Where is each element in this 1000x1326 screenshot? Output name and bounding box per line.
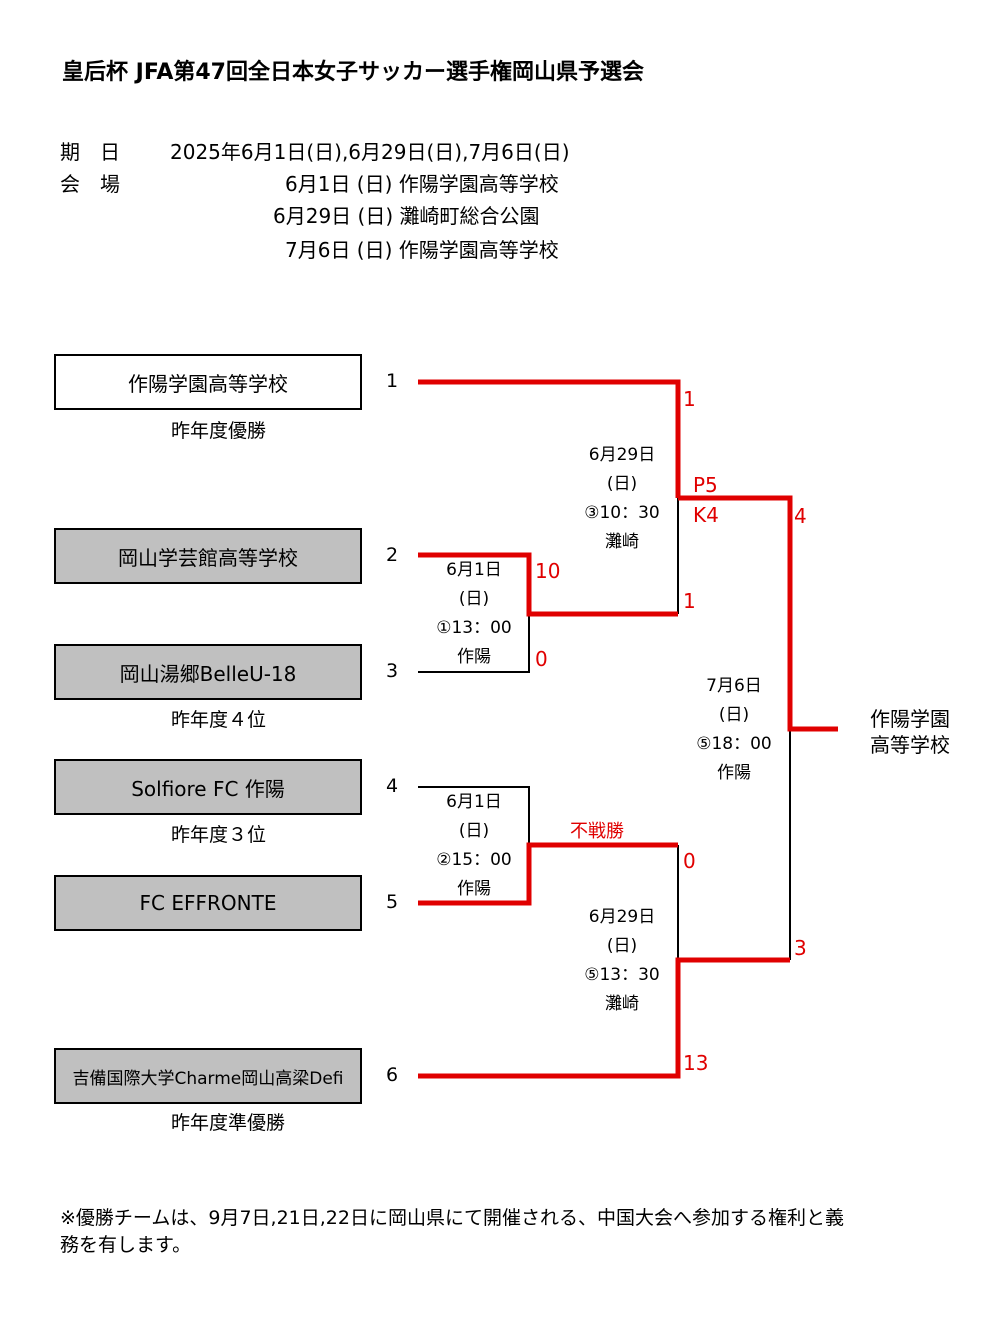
team-name: 作陽学園高等学校 bbox=[128, 371, 288, 396]
match-2-info: 6月1日 (日) ②15：00 作陽 bbox=[424, 788, 524, 904]
team-box-5: FC EFFRONTE bbox=[54, 875, 362, 931]
seed-5: 5 bbox=[386, 891, 399, 913]
score-m3-pk-top: P5 bbox=[693, 473, 718, 497]
line-team3 bbox=[418, 612, 530, 673]
venue-label: 会 場 bbox=[60, 172, 120, 196]
match-day: (日) bbox=[606, 474, 638, 494]
match-time: ③10：30 bbox=[584, 503, 660, 523]
venue-line-1: 6月1日 (日) 作陽学園高等学校 bbox=[285, 172, 559, 196]
score-m4-bottom: 13 bbox=[683, 1051, 709, 1075]
champion-line-1: 作陽学園 bbox=[870, 707, 950, 731]
team-note-3: 昨年度４位 bbox=[171, 709, 267, 731]
match-date: 6月1日 bbox=[446, 560, 502, 580]
match-date: 6月1日 bbox=[446, 792, 502, 812]
match-venue: 作陽 bbox=[717, 763, 751, 783]
match-venue: 作陽 bbox=[457, 879, 491, 899]
team-name: 岡山学芸館高等学校 bbox=[118, 545, 298, 570]
team-box-2: 岡山学芸館高等学校 bbox=[54, 528, 362, 584]
match-4-info: 6月29日 (日) ⑤13：30 灘崎 bbox=[568, 903, 676, 1019]
footnote: ※優勝チームは、9月7日,21日,22日に岡山県にて開催される、中国大会へ参加す… bbox=[60, 1207, 844, 1256]
score-m3-top: 1 bbox=[683, 387, 696, 411]
venue-line-3: 7月6日 (日) 作陽学園高等学校 bbox=[285, 238, 559, 262]
line-team4 bbox=[418, 786, 530, 845]
date-label: 期 日 bbox=[60, 140, 120, 164]
match-day: (日) bbox=[458, 589, 490, 609]
team-note-6: 昨年度準優勝 bbox=[171, 1112, 286, 1134]
team-name: 吉備国際大学Charme岡山高梁Defi bbox=[72, 1068, 344, 1089]
seed-4: 4 bbox=[386, 775, 399, 797]
win-line-team1 bbox=[418, 379, 681, 498]
team-name: FC EFFRONTE bbox=[139, 891, 277, 915]
date-value: 2025年6月1日(日),6月29日(日),7月6日(日) bbox=[170, 140, 570, 164]
match-3-info: 6月29日 (日) ③10：30 灘崎 bbox=[568, 441, 676, 557]
page-title: 皇后杯 JFA第47回全日本女子サッカー選手権岡山県予選会 bbox=[62, 60, 644, 85]
team-box-1: 作陽学園高等学校 bbox=[54, 354, 362, 410]
match-date: 7月6日 bbox=[706, 676, 762, 696]
match-time: ⑤13：30 bbox=[584, 965, 660, 985]
champion-line-2: 高等学校 bbox=[870, 733, 950, 757]
team-note-4: 昨年度３位 bbox=[171, 824, 267, 846]
score-m2-note: 不戦勝 bbox=[570, 821, 624, 842]
score-m3-pk-bottom: K4 bbox=[693, 503, 719, 527]
champion: 作陽学園 高等学校 bbox=[870, 706, 950, 758]
team-box-4: Solfiore FC 作陽 bbox=[54, 759, 362, 815]
score-m3-bottom: 1 bbox=[683, 589, 696, 613]
win-line-team2 bbox=[418, 552, 678, 617]
match-time: ⑤18：00 bbox=[696, 734, 772, 754]
seed-6: 6 bbox=[386, 1064, 399, 1086]
match-date: 6月29日 bbox=[588, 445, 656, 465]
team-note-1: 昨年度優勝 bbox=[171, 420, 267, 442]
win-line-team6 bbox=[418, 957, 790, 1079]
team-name: Solfiore FC 作陽 bbox=[131, 776, 285, 801]
score-final-top: 4 bbox=[794, 504, 807, 528]
score-m1-bottom: 0 bbox=[535, 647, 548, 671]
team-name: 岡山湯郷BelleU-18 bbox=[119, 661, 297, 686]
match-venue: 灘崎 bbox=[605, 994, 639, 1014]
match-venue: 灘崎 bbox=[605, 532, 639, 552]
seed-1: 1 bbox=[386, 370, 399, 392]
score-final-bottom: 3 bbox=[794, 936, 807, 960]
seed-3: 3 bbox=[386, 660, 399, 682]
match-date: 6月29日 bbox=[588, 907, 656, 927]
seed-2: 2 bbox=[386, 544, 399, 566]
match-time: ①13：00 bbox=[436, 618, 512, 638]
match-venue: 作陽 bbox=[457, 647, 491, 667]
team-box-6: 吉備国際大学Charme岡山高梁Defi bbox=[54, 1048, 362, 1104]
venue-line-2: 6月29日 (日) 灘崎町総合公園 bbox=[273, 204, 540, 228]
match-day: (日) bbox=[606, 936, 638, 956]
win-line-m3 bbox=[678, 495, 838, 732]
team-box-3: 岡山湯郷BelleU-18 bbox=[54, 644, 362, 700]
match-day: (日) bbox=[458, 821, 490, 841]
score-m1-top: 10 bbox=[535, 559, 561, 583]
match-time: ②15：00 bbox=[436, 850, 512, 870]
win-line-team5 bbox=[418, 842, 678, 906]
score-m4-top: 0 bbox=[683, 849, 696, 873]
match-day: (日) bbox=[718, 705, 750, 725]
match-1-info: 6月1日 (日) ①13：00 作陽 bbox=[424, 556, 524, 672]
final-match-info: 7月6日 (日) ⑤18：00 作陽 bbox=[682, 672, 786, 788]
